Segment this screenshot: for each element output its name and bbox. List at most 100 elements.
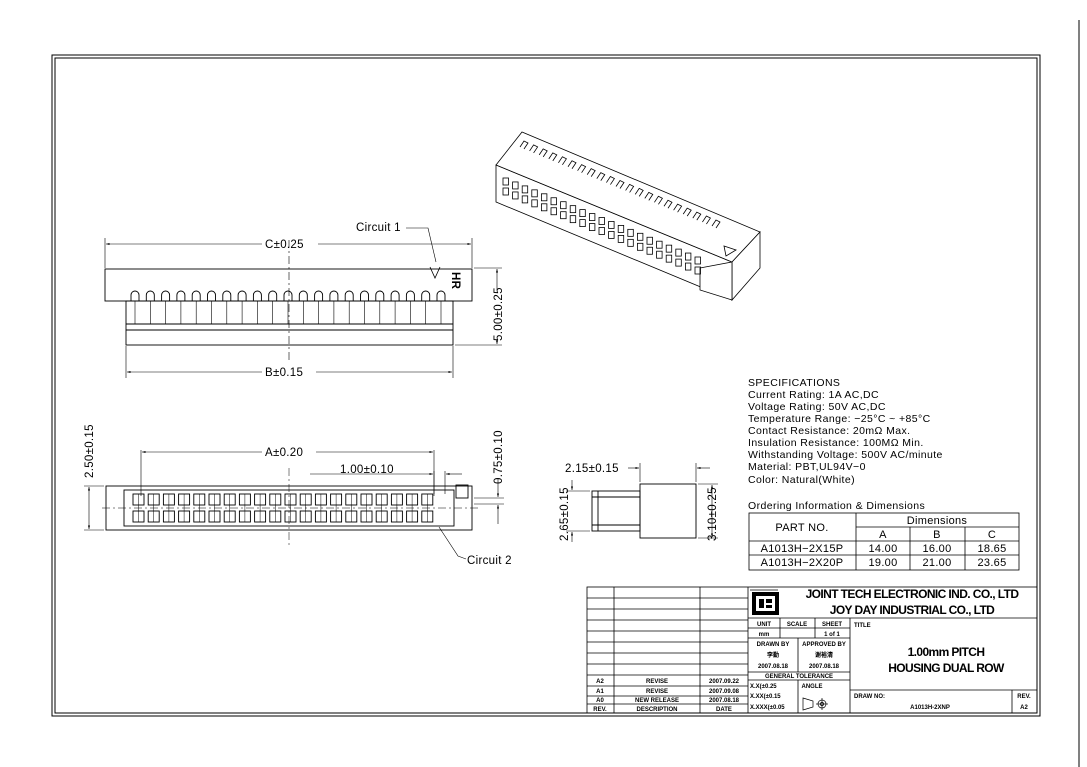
col-b-header: B: [933, 529, 941, 541]
iso-slot: [550, 207, 557, 216]
table-cell: A1013H−2X20P: [761, 557, 844, 569]
dim-100-label: 1.00±0.10: [340, 464, 394, 476]
side-dims: [566, 463, 718, 542]
iso-slot: [589, 213, 596, 221]
contact-pin: [344, 290, 354, 301]
unit-value: mm: [759, 632, 770, 638]
iso-slot: [627, 238, 634, 247]
iso-slot: [656, 250, 663, 259]
rev-value: A2: [1020, 705, 1028, 711]
iso-slot: [512, 191, 519, 200]
contact-pin: [298, 290, 308, 301]
contact-pin: [145, 290, 155, 301]
unit-label: UNIT: [757, 622, 771, 628]
draw-no-value: A1013H-2XNP: [910, 705, 950, 711]
iso-slot: [589, 223, 596, 231]
front-dims: [104, 227, 502, 378]
angle-label: ANGLE: [802, 684, 823, 690]
iso-pin: [644, 191, 654, 201]
revision-date: 2007.09.08: [709, 689, 740, 695]
iso-slot: [685, 252, 692, 261]
iso-pin: [692, 211, 702, 221]
iso-slot: [694, 256, 701, 265]
table-cell: A1013H−2X15P: [761, 543, 844, 555]
approved-by-name: 谢裕清: [815, 651, 833, 659]
contact-pin: [222, 290, 232, 301]
drawing-title-2: HOUSING DUAL ROW: [888, 661, 1005, 675]
iso-pin: [711, 219, 721, 229]
iso-pin: [625, 183, 635, 193]
dim-310-label: 3.10±0.25: [707, 487, 719, 541]
company-name-2: JOY DAY INDUSTRIAL CO., LTD: [830, 603, 995, 617]
dim-c-label: C±0.25: [265, 239, 304, 251]
drawn-by-name: 李勤: [766, 651, 779, 659]
revision-date: 2007.09.22: [709, 679, 740, 685]
contact-pin: [390, 290, 400, 301]
table-cell: 14.00: [868, 543, 897, 555]
scale-label: SCALE: [787, 622, 807, 628]
col-c-header: C: [988, 529, 996, 541]
iso-slot: [579, 209, 586, 218]
iso-slot: [502, 187, 509, 196]
drawn-by-label: DRAWN BY: [757, 642, 790, 648]
dim-b-label: B±0.15: [265, 367, 303, 379]
table-cell: 21.00: [922, 557, 951, 569]
ordering-table: [748, 512, 1020, 571]
company-name-1: JOINT TECH ELECTRONIC IND. CO., LTD: [806, 587, 1020, 601]
iso-pin: [702, 215, 711, 225]
contact-pin: [436, 290, 446, 301]
table-cell: 16.00: [922, 543, 951, 555]
revision-rev: A1: [596, 689, 604, 695]
spec-line: Temperature Range: −25°C ~ +85°C: [748, 413, 931, 425]
table-cell: 18.65: [977, 543, 1006, 555]
table-cell: 23.65: [977, 557, 1006, 569]
contact-pin: [329, 290, 339, 301]
contact-pin: [421, 290, 431, 301]
iso-slot: [665, 244, 673, 253]
iso-slot: [627, 228, 634, 237]
approved-date: 2007.08.18: [809, 664, 840, 670]
spec-title: SPECIFICATIONS: [748, 377, 840, 389]
iso-slot: [656, 240, 663, 249]
dim-250-label: 2.50±0.15: [84, 424, 96, 478]
iso-pin: [654, 195, 663, 205]
revision-header-rev: REV.: [593, 707, 607, 713]
iso-pin: [548, 152, 558, 162]
dim-265-label: 2.65±0.15: [559, 487, 571, 541]
contact-pin: [191, 290, 201, 301]
revision-date: 2007.08.18: [709, 698, 740, 704]
title-label: TITLE: [854, 623, 871, 629]
iso-pin: [673, 203, 683, 213]
iso-pin: [596, 172, 606, 181]
iso-slot: [685, 262, 692, 271]
iso-slot: [608, 231, 615, 239]
revision-rev: A0: [596, 698, 604, 704]
dim-075-label: 0.75±0.10: [493, 430, 505, 484]
contact-pin: [375, 290, 385, 301]
iso-pin: [682, 207, 692, 217]
spec-line: Insulation Resistance: 100MΩ Min.: [748, 437, 924, 449]
contact-pin: [252, 290, 262, 301]
iso-pin: [538, 148, 548, 158]
tolerance-label: GENERAL TOLERANCE: [765, 674, 833, 680]
sheet-label: SHEET: [822, 622, 842, 628]
iso-slot: [608, 221, 615, 229]
iso-pin: [606, 176, 615, 185]
table-cell: 19.00: [868, 557, 897, 569]
iso-slot: [598, 227, 605, 235]
tolerance-2: X.XX(±0.15: [750, 694, 781, 700]
bottom-view: [102, 468, 478, 546]
contact-pin: [268, 290, 278, 301]
iso-pin: [586, 168, 596, 177]
rev-label: REV.: [1017, 694, 1031, 700]
iso-slot: [637, 242, 644, 251]
iso-pin: [577, 164, 587, 173]
revision-desc: REVISE: [646, 689, 668, 695]
tolerance-1: X.X(±0.25: [750, 684, 777, 690]
drawing-title-1: 1.00mm PITCH: [908, 645, 985, 659]
iso-slot: [646, 246, 653, 255]
sheet-value: 1 of 1: [824, 632, 840, 638]
draw-no-label: DRAW NO:: [854, 694, 885, 700]
approved-by-label: APPROVED BY: [802, 642, 846, 648]
